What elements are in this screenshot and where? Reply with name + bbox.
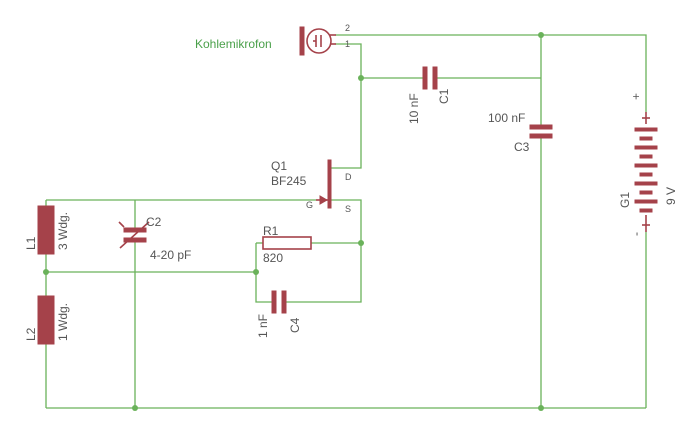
- c2-name: C2: [146, 215, 162, 229]
- junction: [43, 269, 49, 275]
- battery-cell: [639, 154, 653, 159]
- wire-mic-top: [335, 34, 647, 112]
- battery-cell: [634, 163, 658, 168]
- battery-cell: [634, 199, 658, 204]
- battery-cell: [639, 172, 653, 177]
- c2-plate-bottom: [123, 237, 147, 243]
- c1-symbol: [422, 66, 438, 90]
- c4-plate-left: [271, 290, 277, 314]
- junction: [358, 75, 364, 81]
- jfet-channel: [327, 159, 332, 209]
- g1-value: 9 V: [664, 187, 678, 205]
- c2-value: 4-20 pF: [150, 248, 191, 262]
- c3-plate-bottom: [529, 133, 553, 139]
- l1-name: L1: [24, 236, 38, 250]
- l2-symbol: [37, 295, 55, 345]
- wire-r1-c4-left: [255, 243, 272, 303]
- q1-name: Q1: [271, 159, 287, 173]
- c1-plate-right: [432, 66, 438, 90]
- junction: [538, 405, 544, 411]
- c2-trim-bar: [118, 221, 125, 228]
- c1-name: C1: [437, 88, 451, 104]
- jfet-symbol: [316, 159, 332, 209]
- r1-symbol: [262, 236, 312, 250]
- l2-value: 1 Wdg.: [56, 303, 70, 341]
- junction: [538, 32, 544, 38]
- c3-value: 100 nF: [488, 111, 525, 125]
- c2-plate-top: [123, 227, 147, 233]
- jfet-arrow: [319, 195, 329, 205]
- r1-body: [262, 236, 312, 250]
- q1-pin-g: G: [306, 200, 313, 210]
- l1-value: 3 Wdg.: [56, 212, 70, 250]
- junction: [132, 405, 138, 411]
- battery-cell: [634, 145, 658, 150]
- q1-value: BF245: [271, 174, 307, 188]
- battery-cell: [639, 208, 653, 213]
- junction: [358, 240, 364, 246]
- c4-value: 1 nF: [256, 314, 270, 338]
- junctions: [43, 32, 544, 411]
- c3-name: C3: [514, 140, 530, 154]
- battery-plus: +: [629, 93, 643, 100]
- l1-symbol: [37, 205, 55, 255]
- battery-cell: [634, 181, 658, 186]
- c3-plate-top: [529, 124, 553, 130]
- c3-symbol: [529, 124, 553, 139]
- q1-pin-s: S: [345, 204, 351, 214]
- c4-plate-right: [281, 290, 287, 314]
- c2-trim-arrow: [119, 221, 150, 249]
- wire-mic-drain: [331, 43, 362, 169]
- c2-trimmer-symbol: [118, 221, 150, 249]
- wires: [45, 34, 647, 409]
- battery-cell: [639, 190, 653, 195]
- mic-plate: [299, 26, 305, 56]
- l1-body: [37, 205, 55, 255]
- r1-value: 820: [263, 251, 283, 265]
- c4-symbol: [271, 290, 287, 314]
- wire-c4-right: [286, 199, 362, 303]
- mic-pin-1: 1: [345, 39, 350, 49]
- c4-name: C4: [288, 317, 302, 333]
- mic-label: Kohlemikrofon: [195, 37, 272, 51]
- battery-symbol: [634, 112, 658, 232]
- r1-name: R1: [263, 224, 279, 238]
- mic-pin-2: 2: [345, 23, 350, 33]
- l2-body: [37, 295, 55, 345]
- mic-capsule: [306, 28, 332, 54]
- q1-pin-d: D: [345, 172, 352, 182]
- c1-plate-left: [422, 66, 428, 90]
- microphone-symbol: [299, 26, 336, 56]
- junction: [253, 269, 259, 275]
- battery-cell: [634, 127, 658, 132]
- g1-name: G1: [618, 192, 632, 208]
- battery-cell: [639, 136, 653, 141]
- battery-minus: -: [629, 232, 643, 236]
- l2-name: L2: [24, 327, 38, 341]
- c1-value: 10 nF: [407, 93, 421, 124]
